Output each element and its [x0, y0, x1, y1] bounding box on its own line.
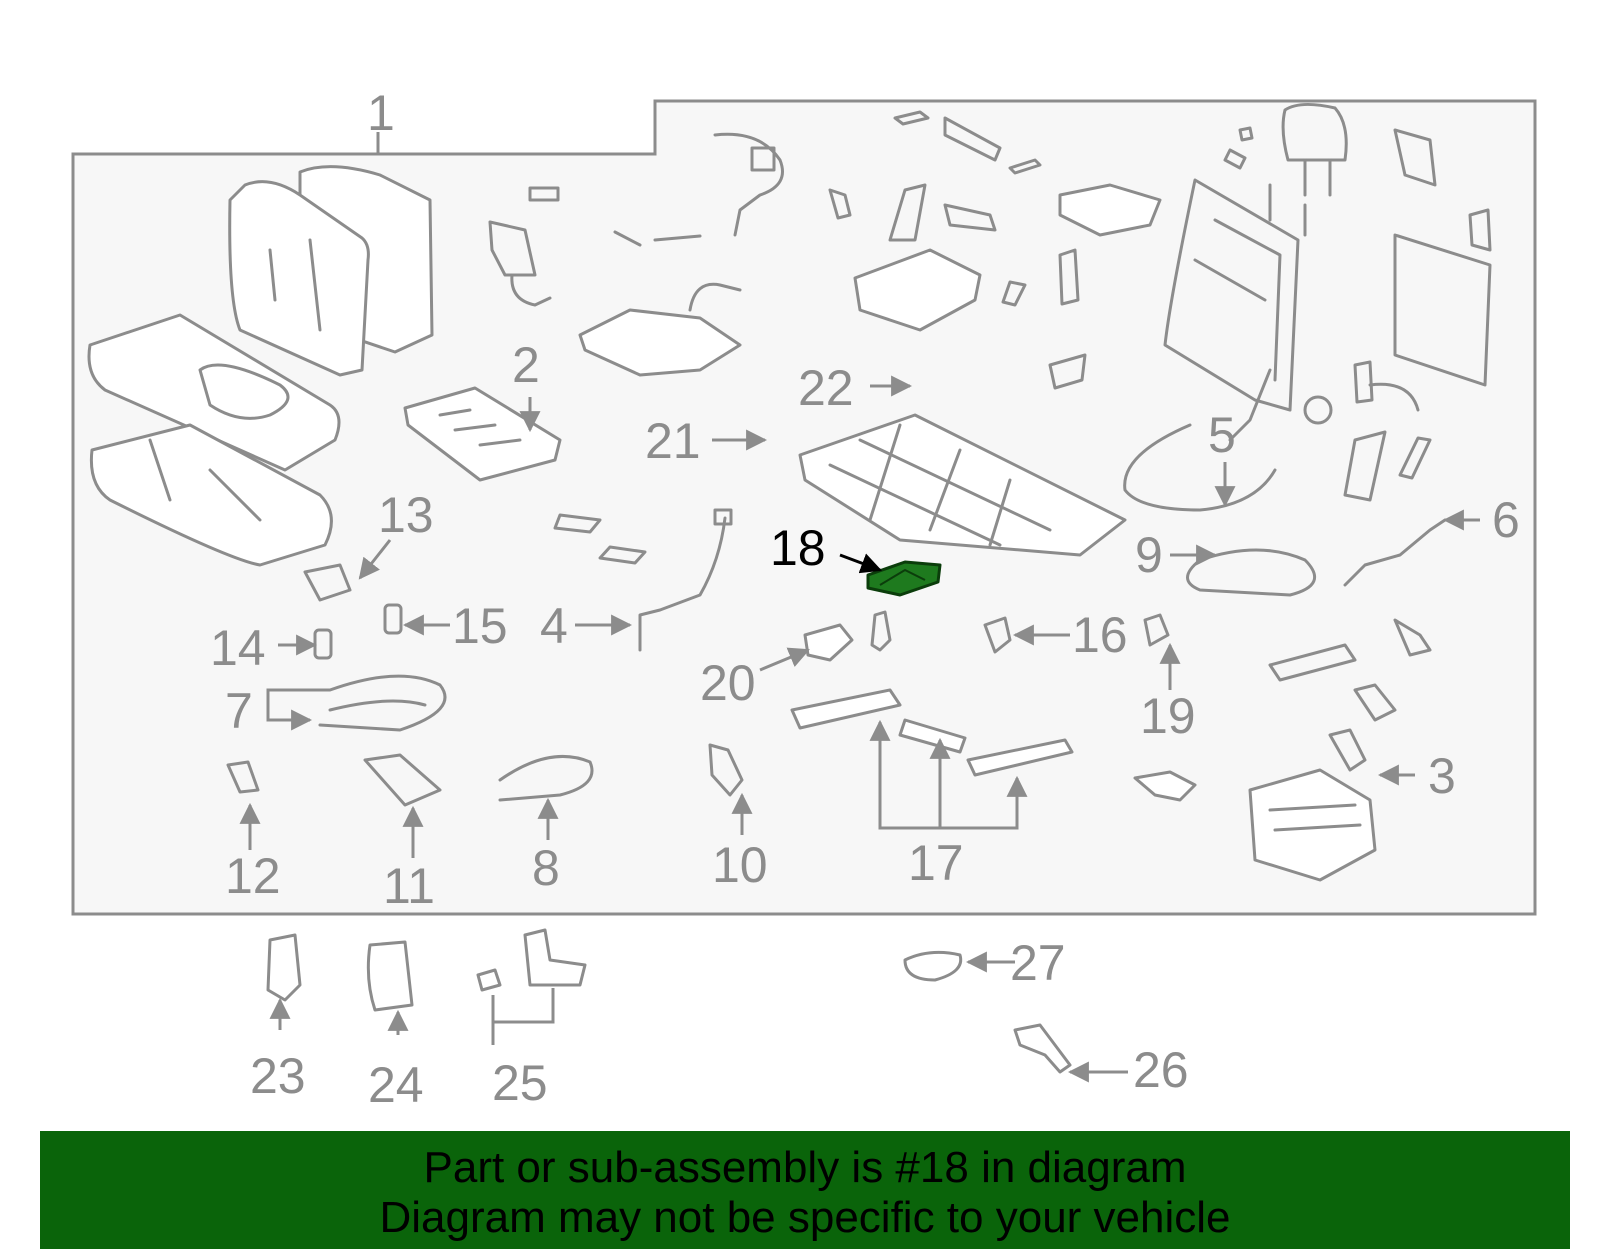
callout-18: 18: [770, 520, 826, 576]
seat-assembly-part: [87, 165, 434, 567]
banner-line-1: Part or sub-assembly is #18 in diagram: [423, 1143, 1187, 1192]
callout-2: 2: [512, 337, 540, 393]
lower-parts: [708, 610, 1432, 882]
callout-6: 6: [1492, 492, 1520, 548]
callout-16: 16: [1072, 607, 1128, 663]
callout-15: 15: [452, 598, 508, 654]
harness-parts: [488, 132, 784, 377]
part-2: [403, 386, 562, 482]
info-banner: Part or sub-assembly is #18 in diagram D…: [40, 1131, 1570, 1249]
seat-back-frame: [1163, 103, 1492, 502]
callout-3: 3: [1428, 748, 1456, 804]
callout-22: 22: [798, 360, 854, 416]
part-18-highlighted: [866, 560, 942, 597]
callout-26: 26: [1133, 1042, 1189, 1098]
callout-4: 4: [540, 598, 568, 654]
callout-7: 7: [225, 683, 253, 739]
callout-14: 14: [210, 620, 266, 676]
callout-1: 1: [367, 85, 395, 141]
callout-11: 11: [383, 858, 435, 914]
callout-8: 8: [532, 840, 560, 896]
callout-21: 21: [645, 413, 701, 469]
seat-pan-frame: [798, 248, 1127, 557]
callout-13: 13: [378, 487, 434, 543]
callout-10: 10: [712, 837, 768, 893]
callout-20: 20: [700, 655, 756, 711]
callout-labels: 1 2 3 4 5 6 7 8 9 10 11 12 13 14 15 16 1…: [210, 85, 1520, 1113]
callout-12: 12: [225, 848, 281, 904]
cable-parts: [638, 423, 1447, 652]
small-parts-top: [828, 110, 1254, 242]
callout-23: 23: [250, 1048, 306, 1104]
callout-27: 27: [1010, 935, 1066, 991]
callout-19: 19: [1140, 688, 1196, 744]
outside-parts: [266, 928, 1072, 1074]
callout-9: 9: [1135, 527, 1163, 583]
leader-lines: [239, 375, 1480, 1083]
banner-line-2: Diagram may not be specific to your vehi…: [379, 1193, 1231, 1242]
mid-parts: [553, 248, 1087, 565]
callout-17: 17: [908, 835, 964, 891]
callout-25: 25: [492, 1055, 548, 1111]
callout-5: 5: [1208, 407, 1236, 463]
callout-24: 24: [368, 1057, 424, 1113]
